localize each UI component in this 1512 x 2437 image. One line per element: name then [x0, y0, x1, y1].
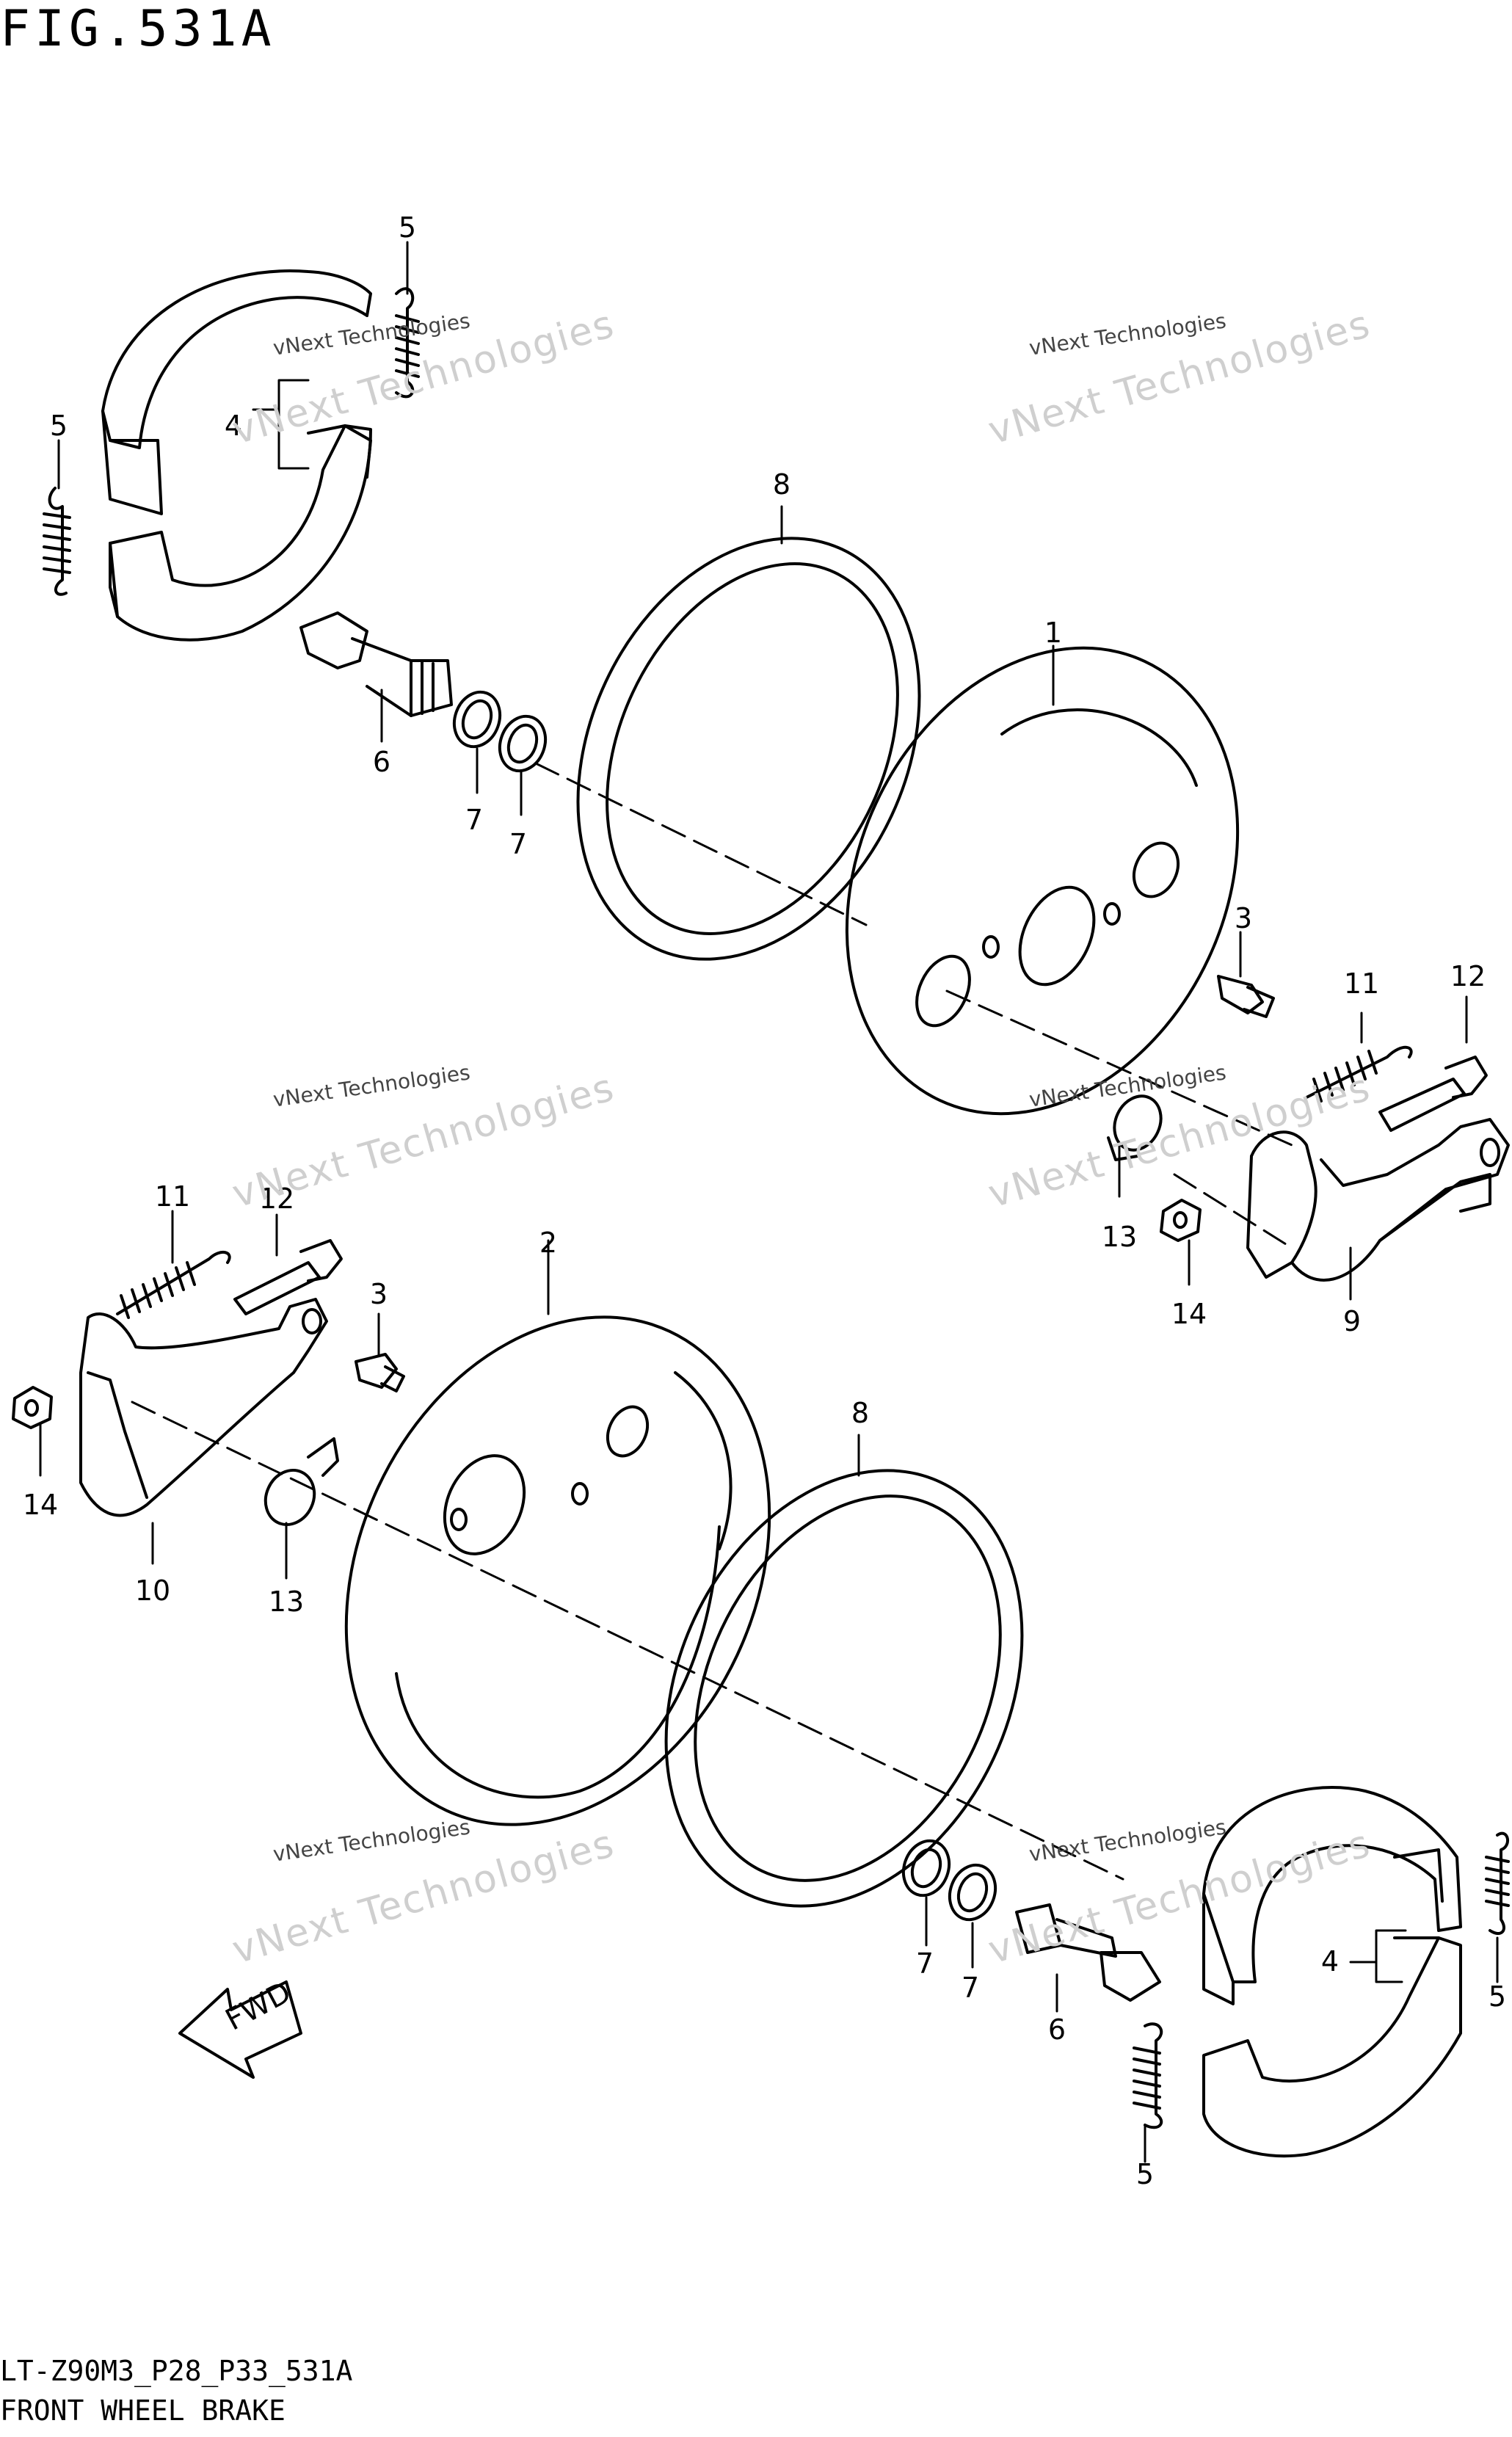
o-ring-upper-1: [452, 690, 502, 749]
brake-drum-lower: [344, 1315, 771, 1826]
callout-9: 9: [1342, 1305, 1362, 1337]
brake-shoe-upper-left: [101, 269, 372, 515]
callout-12-right: 12: [1450, 960, 1486, 992]
brake-panel-upper: [845, 646, 1240, 1116]
callout-7-lower-1: 7: [915, 1947, 934, 1980]
callout-4-upper: 4: [224, 410, 243, 442]
bolt-right: [1378, 1056, 1488, 1132]
cam-lever-right: [1246, 1118, 1510, 1282]
assembly-axis-lines: [131, 762, 1293, 1881]
o-ring-upper-2: [498, 714, 548, 773]
callout-13-left: 13: [268, 1586, 305, 1618]
callout-6-upper: 6: [372, 746, 391, 778]
callout-12-left: 12: [258, 1183, 295, 1215]
return-spring-left: [43, 487, 71, 596]
callout-1: 1: [1044, 617, 1063, 649]
leader-lines: [39, 241, 1499, 2163]
brake-camshaft-lower: [1015, 1903, 1161, 2002]
o-ring-lower-1: [901, 1839, 951, 1897]
spring-right: [1305, 1045, 1413, 1103]
callout-11-right: 11: [1343, 967, 1380, 1000]
clip-washer-right: [1107, 1094, 1163, 1161]
figure-title: FIG.531A: [0, 0, 276, 58]
brake-camshaft-upper: [299, 611, 453, 717]
model-code: LT-Z90M3_P28_P33_531A: [0, 2355, 353, 2387]
cam-lever-left: [79, 1298, 328, 1517]
forward-arrow-icon: [178, 1980, 302, 2079]
brake-shoe-lower-left: [109, 424, 372, 642]
o-ring-lower-2: [948, 1863, 997, 1922]
callout-5-bottom: 5: [1135, 2158, 1155, 2190]
callout-4-lower: 4: [1320, 1945, 1340, 1977]
callout-3-lower: 3: [369, 1278, 388, 1310]
callout-7-upper-2: 7: [509, 828, 528, 860]
callout-7-upper-1: 7: [465, 804, 484, 836]
return-spring-lower-bottom: [1133, 2022, 1163, 2129]
o-ring-upper-1-inner: [461, 699, 493, 740]
diagram-caption: FRONT WHEEL BRAKE: [0, 2394, 286, 2427]
screw-lower: [355, 1353, 405, 1392]
bolt-left: [233, 1239, 343, 1315]
callout-2: 2: [539, 1227, 558, 1259]
callout-6-lower: 6: [1047, 2013, 1066, 2046]
callout-8-upper: 8: [772, 468, 791, 501]
callout-3-upper: 3: [1234, 902, 1253, 934]
brake-shoe-lower-right: [1202, 1936, 1462, 2158]
callout-5-top: 5: [398, 211, 417, 244]
return-spring-lower-right: [1485, 1831, 1510, 1935]
o-ring-lower-1-inner: [910, 1848, 942, 1889]
callout-10: 10: [134, 1575, 171, 1607]
callout-14-left: 14: [22, 1489, 59, 1521]
callout-14-right: 14: [1171, 1298, 1207, 1330]
nut-left: [12, 1386, 53, 1429]
callout-8-lower: 8: [851, 1397, 870, 1429]
callout-13-right: 13: [1101, 1221, 1138, 1253]
o-ring-upper-2-inner: [506, 723, 539, 764]
callout-11-left: 11: [154, 1180, 191, 1213]
seal-ring-upper: [576, 537, 921, 961]
clip-washer-left: [263, 1437, 339, 1526]
callout-5-left: 5: [49, 410, 68, 442]
o-ring-lower-2-inner: [956, 1872, 989, 1913]
screw-upper: [1217, 975, 1275, 1018]
nut-right: [1160, 1199, 1202, 1242]
brake-shoe-upper-right: [1202, 1786, 1462, 2005]
callout-5-right: 5: [1488, 1980, 1507, 2013]
callout-7-lower-2: 7: [961, 1972, 980, 2004]
seal-ring-lower: [664, 1469, 1024, 1908]
spring-left: [116, 1251, 231, 1319]
